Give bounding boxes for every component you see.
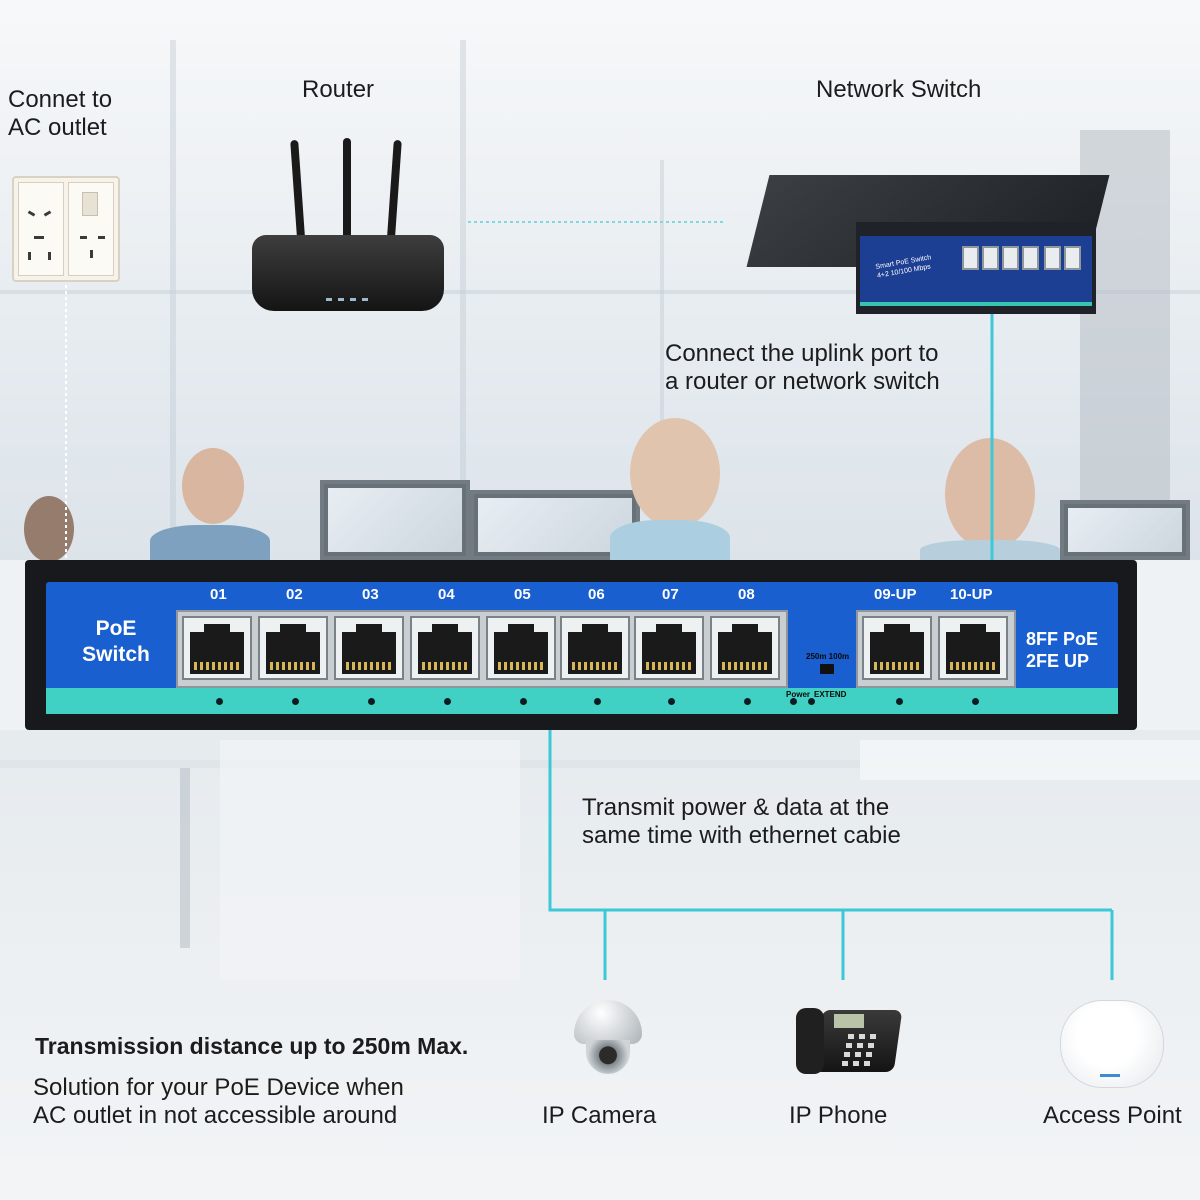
router-label: Router [302,76,375,103]
mode-switch-label: 250m 100m [806,652,850,661]
person [150,525,270,565]
phone-key [859,1034,865,1039]
power-label: Power [786,690,811,699]
extend-label: EXTEND [814,690,847,699]
port-number: 06 [588,586,605,603]
power-led [790,698,797,705]
router-antenna [343,138,351,250]
window-frame [0,290,1200,294]
poe-switch-led-strip [46,688,1118,714]
port-led [744,698,751,705]
phone-key [866,1052,872,1057]
person [630,418,720,528]
port-number: 07 [662,586,679,603]
ac-outlet [12,176,120,282]
network-switch-port [1064,246,1081,270]
port-led [594,698,601,705]
uplink-port [938,616,1008,680]
phone-key [844,1052,850,1057]
network-switch-label: Network Switch [816,76,982,103]
ip-camera-label: IP Camera [542,1102,657,1129]
person [182,448,244,524]
port-led [292,698,299,705]
desk-edge [0,760,1200,768]
distance-heading: Transmission distance up to 250m Max. [35,1033,469,1059]
poe-switch-title: PoE Switch [82,617,150,666]
port-led [444,698,451,705]
network-switch-port [982,246,999,270]
uplink-led [972,698,979,705]
poe-port [486,616,556,680]
phone-key [864,1061,870,1066]
phone-key [855,1052,861,1057]
uplink-port-number: 10-UP [950,586,993,603]
cabinet [220,740,520,980]
poe-port [560,616,630,680]
desk [860,740,1200,780]
port-led [368,698,375,705]
phone-key [842,1061,848,1066]
window-frame [170,40,176,560]
phone-key [846,1043,852,1048]
port-led [520,698,527,705]
mode-switch [820,664,834,674]
poe-port [182,616,252,680]
phone-key [857,1043,863,1048]
uplink-caption: Connect the uplink port to a router or n… [665,340,940,395]
port-number: 04 [438,586,455,603]
poe-port [634,616,704,680]
phone-key [868,1043,874,1048]
poe-port [710,616,780,680]
solution-text: Solution for your PoE Device when AC out… [33,1074,404,1129]
poe-port [410,616,480,680]
access-point-icon [1060,1000,1164,1088]
port-number: 02 [286,586,303,603]
access-point-led [1100,1074,1120,1077]
outlet-cell [18,182,64,276]
access-point-label: Access Point [1043,1102,1182,1129]
port-number: 05 [514,586,531,603]
desk-leg [180,768,190,948]
phone-key [853,1061,859,1066]
phone-handset [796,1008,824,1074]
poe-cable [548,692,1112,912]
monitor [1060,500,1190,560]
network-switch-port [962,246,979,270]
phone-key [848,1034,854,1039]
window-frame [460,40,466,560]
phone-key [870,1034,876,1039]
camera-lens [586,1040,630,1074]
transmit-caption: Transmit power & data at the same time w… [582,794,901,849]
person [945,438,1035,550]
window-frame [660,160,664,560]
network-switch-port [1044,246,1061,270]
outlet-label: Connet to AC outlet [8,86,113,141]
router-icon [252,235,444,311]
poe-port [258,616,328,680]
poe-switch-spec: 8FF PoE 2FE UP [1026,629,1099,671]
network-switch-port [1022,246,1039,270]
phone-screen [834,1014,864,1028]
port-number: 01 [210,586,227,603]
port-number: 08 [738,586,755,603]
uplink-port [862,616,932,680]
extend-led [808,698,815,705]
uplink-port-number: 09-UP [874,586,917,603]
network-switch-port [1002,246,1019,270]
uplink-led [896,698,903,705]
port-number: 03 [362,586,379,603]
port-led [668,698,675,705]
port-led [216,698,223,705]
person [610,520,730,565]
monitor [320,480,470,560]
office-floor [0,730,1200,1200]
ip-phone-label: IP Phone [789,1102,888,1129]
poe-port [334,616,404,680]
